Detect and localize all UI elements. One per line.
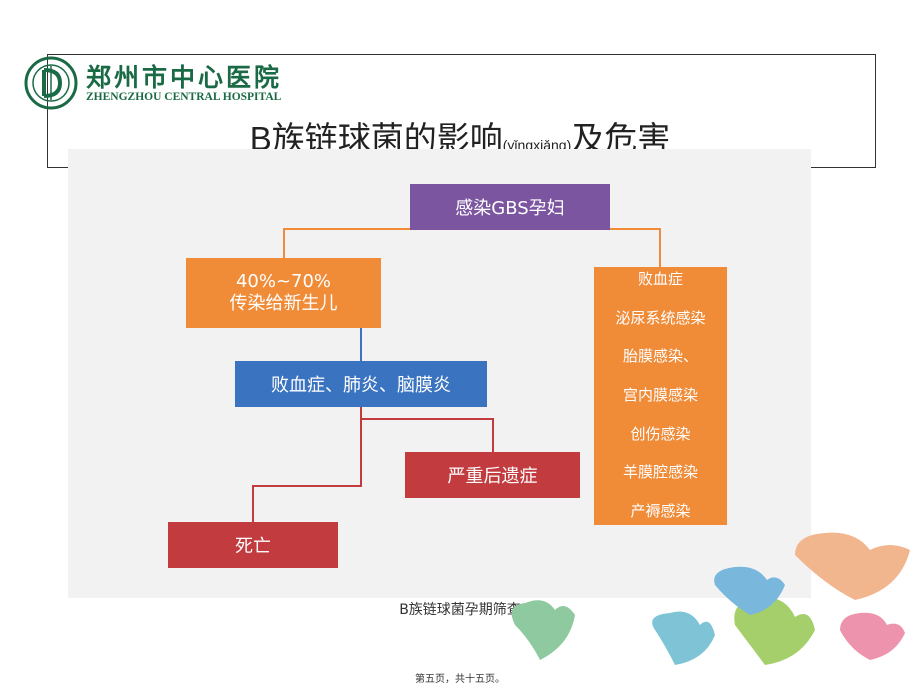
death-node: 死亡 [168,522,338,568]
maternal-item: 羊膜腔感染 [622,463,698,482]
maternal-item: 产褥感染 [630,501,691,520]
hospital-name-en: ZHENGZHOU CENTRAL HOSPITAL [86,91,282,103]
maternal-item: 胎膜感染、 [622,347,698,366]
sequelae-node: 严重后遗症 [405,452,580,498]
page-number: 第五页，共十五页。 [415,674,505,685]
connector-root-right [610,228,661,267]
ginkgo-leaf-icon [840,612,905,660]
transmission-node: 40%~70% 传染给新生儿 [186,258,381,328]
connector-root-left [283,228,410,258]
hospital-name-cn: 郑州市中心医院 [86,63,283,92]
transmission-rate: 40%~70% [235,271,332,292]
hospital-emblem-icon [24,56,78,110]
ginkgo-leaf-icon [714,566,785,615]
ginkgo-leaf-icon [795,532,910,600]
maternal-infection-node: 败血症 泌尿系统感染 胎膜感染、 宫内膜感染 创伤感染 羊膜腔感染 产褥感染 [594,267,727,525]
slide-caption: B族链球菌孕期筛查 [399,602,521,618]
root-node: 感染GBS孕妇 [410,184,610,230]
maternal-item: 创伤感染 [630,424,691,443]
neonatal-infection-node: 败血症、肺炎、脑膜炎 [235,361,487,407]
hospital-logo: 郑州市中心医院 ZHENGZHOU CENTRAL HOSPITAL [24,56,324,110]
connector-neonatal-sequelae [360,407,494,452]
connector-neonatal-death [252,419,362,522]
transmission-label: 传染给新生儿 [229,293,338,314]
ginkgo-leaves-decoration [511,532,910,665]
maternal-item: 败血症 [637,270,683,288]
ginkgo-leaf-icon [511,600,575,660]
maternal-item: 泌尿系统感染 [615,308,706,327]
ginkgo-leaf-icon [652,611,715,665]
maternal-item: 宫内膜感染 [622,385,698,404]
